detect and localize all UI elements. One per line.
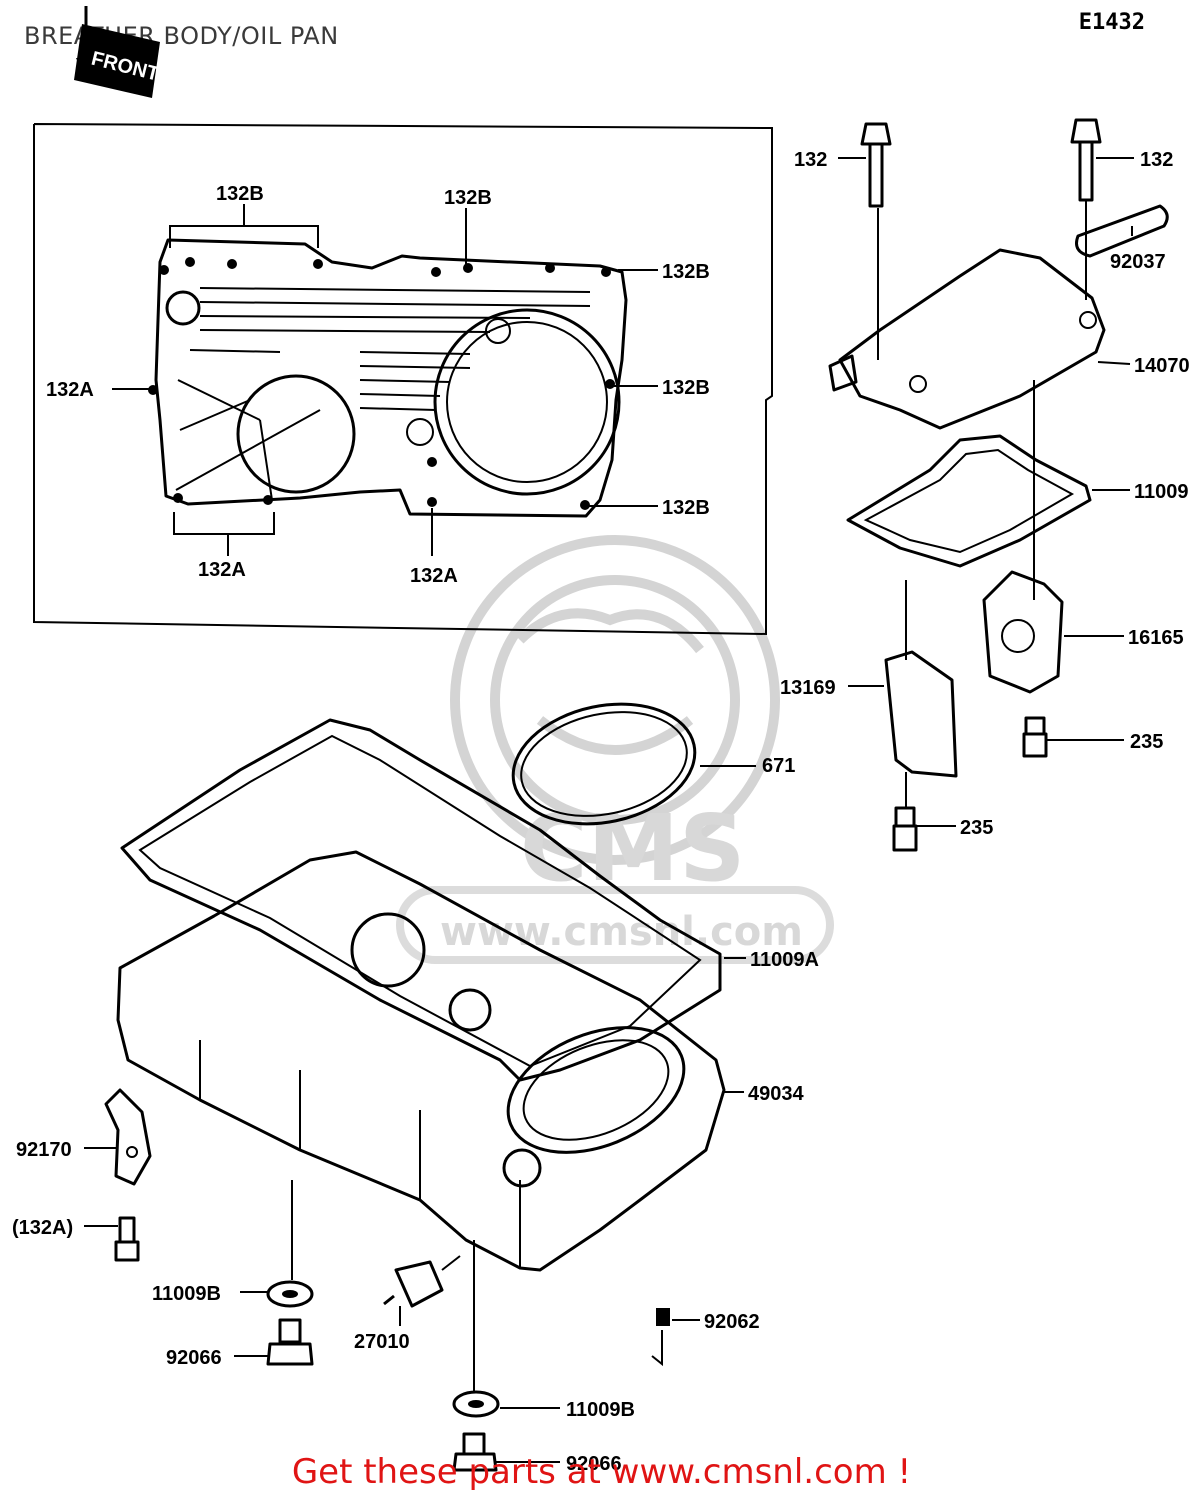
part-92037-collar bbox=[1075, 204, 1169, 258]
front-marker: FRONT bbox=[74, 6, 161, 98]
callout-132A-bottom-left: 132A bbox=[198, 559, 246, 581]
callout-235-b: 235 bbox=[960, 817, 993, 839]
callout-49034: 49034 bbox=[748, 1083, 804, 1105]
callout-13169: 13169 bbox=[780, 677, 836, 699]
callout-11009: 11009 bbox=[1134, 481, 1189, 503]
callout-132-right: 132 bbox=[1140, 149, 1173, 171]
switch-27010 bbox=[383, 1255, 461, 1326]
inset-leaders bbox=[112, 204, 658, 556]
callout-16165: 16165 bbox=[1128, 627, 1184, 649]
part-671-o-ring bbox=[511, 702, 756, 826]
callout-132A-bottom-mid: 132A bbox=[410, 565, 458, 587]
callout-132B-top-left: 132B bbox=[216, 183, 264, 205]
screw-235-b bbox=[892, 806, 956, 852]
pin-92062 bbox=[651, 1308, 700, 1367]
callout-132A-paren: (132A) bbox=[12, 1217, 73, 1239]
part-11009-gasket bbox=[846, 434, 1130, 568]
callout-132B-right-3: 132B bbox=[662, 497, 710, 519]
washer-11009B-bottom bbox=[452, 1240, 560, 1418]
part-11009A-oil-pan-gasket bbox=[120, 718, 746, 1082]
callout-132B-right-1: 132B bbox=[662, 261, 710, 283]
bolt-132-left bbox=[838, 122, 892, 208]
inset-frame bbox=[33, 123, 773, 636]
callout-671: 671 bbox=[762, 755, 795, 777]
watermark-url: www.cmsnl.com bbox=[440, 909, 803, 955]
callout-132-left: 132 bbox=[794, 149, 827, 171]
callout-92066-left: 92066 bbox=[166, 1347, 222, 1369]
drain-plug-92066-left bbox=[234, 1318, 314, 1366]
callout-11009A: 11009A bbox=[750, 949, 819, 971]
watermark: CMS www.cmsnl.com bbox=[396, 535, 834, 964]
crankcase-top-view bbox=[148, 238, 628, 518]
footer-link[interactable]: Get these parts at www.cmsnl.com ! bbox=[291, 1452, 912, 1492]
page-title: BREATHER BODY/OIL PAN bbox=[24, 22, 339, 50]
part-13169-bracket bbox=[848, 650, 958, 778]
callout-132B-top-mid: 132B bbox=[444, 187, 492, 209]
callout-11009B-left: 11009B bbox=[152, 1283, 221, 1305]
callout-235-a: 235 bbox=[1130, 731, 1163, 753]
callout-92066-bottom: 92066 bbox=[566, 1453, 622, 1475]
part-14070-breather-cover bbox=[828, 248, 1131, 430]
callout-92037: 92037 bbox=[1110, 251, 1166, 273]
drain-plug-92066-bottom bbox=[452, 1432, 560, 1472]
bolt-132-right bbox=[1070, 118, 1134, 202]
callout-labels: 132B 132B 132B 132A 132B 132B 132A 132A … bbox=[12, 149, 1190, 1475]
part-92170-plate bbox=[84, 1088, 152, 1186]
callout-132A-left: 132A bbox=[46, 379, 94, 401]
callout-14070: 14070 bbox=[1134, 355, 1190, 377]
bolt-132A-lower bbox=[84, 1216, 140, 1262]
washer-11009B-left bbox=[240, 1180, 314, 1308]
callout-11009B-bottom: 11009B bbox=[566, 1399, 635, 1421]
part-49034-oil-pan bbox=[116, 850, 744, 1272]
screw-235-a bbox=[1022, 716, 1124, 758]
callout-92062: 92062 bbox=[704, 1311, 760, 1333]
alignment-lines bbox=[877, 200, 1087, 808]
callout-132B-right-2: 132B bbox=[662, 377, 710, 399]
diagram-reference: E1432 bbox=[1078, 10, 1145, 35]
callout-27010: 27010 bbox=[354, 1331, 410, 1353]
part-16165-plate bbox=[982, 570, 1124, 694]
callout-92170: 92170 bbox=[16, 1139, 72, 1161]
